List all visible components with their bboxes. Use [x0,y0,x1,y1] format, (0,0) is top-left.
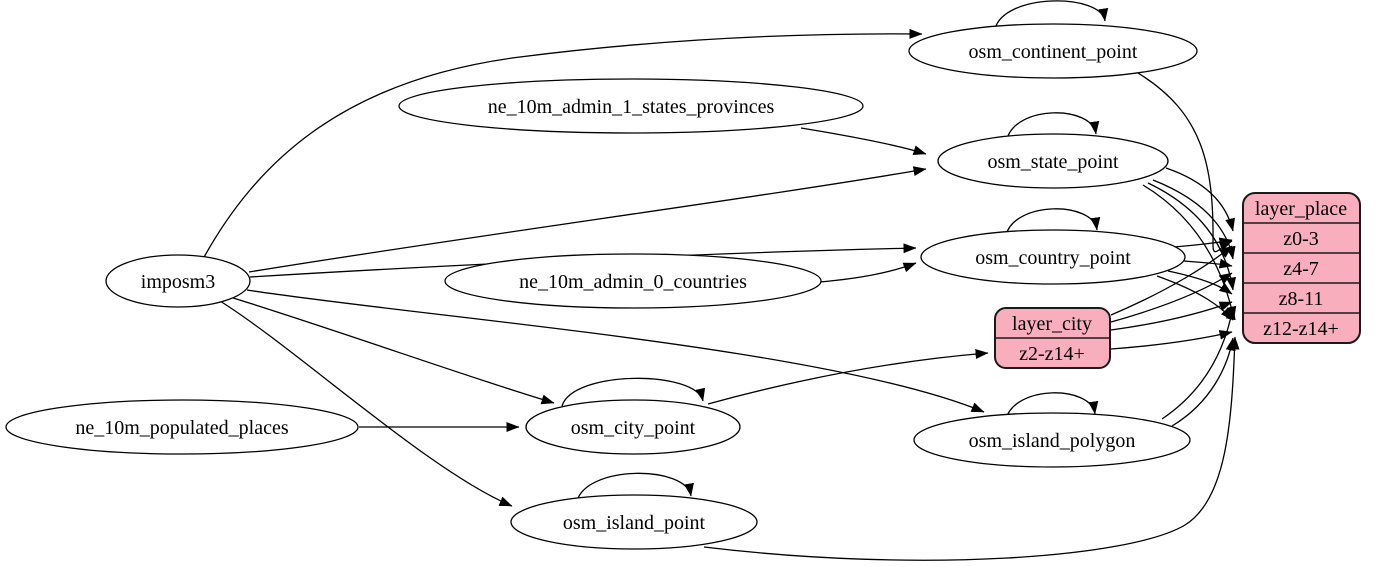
edge-imposm3-to-osm-island-polygon [246,289,985,413]
edge-imposm3-to-osm-city-point [229,296,555,405]
record-layer-place-row-z12-z14: z12-z14+ [1263,318,1339,340]
node-ne-10m-admin-1-states-provinces: ne_10m_admin_1_states_provinces [398,78,864,134]
node-osm-continent-point-label: osm_continent_point [969,41,1138,63]
self-loop-osm-island-point [576,472,694,502]
nodes-group: imposm3 ne_10m_admin_1_states_provinces … [5,23,1198,550]
node-osm-island-polygon-shape [913,412,1191,468]
edge-layer-city-to-layer-place-z4-7 [1110,272,1233,323]
edge-imposm3-to-osm-state-point [248,166,927,273]
node-osm-country-point: osm_country_point [920,229,1186,285]
record-layer-place-row-z4-7: z4-7 [1283,258,1319,280]
node-ne-10m-populated-places: ne_10m_populated_places [5,399,359,455]
node-ne-10m-admin-1-shape [398,78,864,134]
edge-osm-island-polygon-to-layer-place-z8-11 [1161,306,1236,420]
edge-layer-city-to-layer-place-z8-11 [1110,301,1233,331]
self-loop-osm-country-point [1005,208,1101,236]
node-osm-state-point-shape [937,133,1169,189]
edge-osm-state-point-to-layer-place-z0-3 [1165,167,1235,232]
edge-layer-city-to-layer-place-z0-3 [1110,245,1233,316]
node-osm-country-point-label: osm_country_point [975,247,1131,269]
node-imposm3: imposm3 [105,254,251,308]
node-osm-island-polygon: osm_island_polygon [913,412,1191,468]
record-layer-city-title: layer_city [1012,313,1092,335]
edge-osm-country-point-to-layer-place-z8-11 [1167,270,1233,295]
node-ne-10m-populated-places-label: ne_10m_populated_places [75,417,288,439]
node-imposm3-label: imposm3 [141,271,215,293]
record-layer-place-row-z8-11: z8-11 [1279,288,1324,310]
node-osm-city-point: osm_city_point [525,399,741,455]
self-loop-osm-continent-point [994,0,1109,30]
node-osm-island-polygon-label: osm_island_polygon [969,430,1136,452]
edge-ne-10m-admin-0-to-osm-country-point [819,262,917,283]
node-osm-island-point-shape [510,494,758,550]
edge-imposm3-to-osm-continent-point [202,28,923,260]
node-osm-island-point-label: osm_island_point [563,512,706,534]
edge-ne-10m-admin-1-to-osm-state-point [800,127,927,155]
node-osm-continent-point: osm_continent_point [908,23,1198,79]
record-layer-place: layer_place z0-3 z4-7 z8-11 z12-z14+ [1242,192,1361,344]
edge-imposm3-to-osm-island-point [219,300,513,507]
node-ne-10m-admin-1-label: ne_10m_admin_1_states_provinces [488,96,775,118]
record-layer-city-row-z2-z14: z2-z14+ [1019,343,1085,365]
record-layer-place-title: layer_place [1255,198,1347,220]
record-layer-place-shape [1242,192,1361,344]
edges-group [202,0,1240,561]
node-osm-island-point: osm_island_point [510,494,758,550]
node-ne-10m-admin-0-label: ne_10m_admin_0_countries [519,271,747,293]
node-osm-state-point-label: osm_state_point [987,151,1119,173]
node-osm-city-point-label: osm_city_point [571,417,696,439]
node-osm-country-point-shape [920,229,1186,285]
node-ne-10m-admin-0-countries: ne_10m_admin_0_countries [444,253,822,309]
node-osm-state-point: osm_state_point [937,133,1169,189]
edge-osm-country-point-to-layer-place-z4-7 [1183,258,1233,269]
node-imposm3-shape [105,254,251,308]
self-loop-osm-island-polygon [1005,392,1099,420]
edge-osm-island-polygon-to-layer-place-z12-z14 [1171,337,1236,427]
node-ne-10m-admin-0-shape [444,253,822,309]
edge-osm-island-point-to-layer-place-z12-z14 [703,336,1240,561]
node-osm-city-point-shape [525,399,741,455]
record-layer-city: layer_city z2-z14+ [994,307,1111,369]
self-loop-osm-city-point [561,377,706,407]
edge-osm-city-point-to-layer-city-z2-z14 [707,349,989,405]
edge-osm-country-point-to-layer-place-z0-3 [1173,237,1233,248]
edge-layer-city-to-layer-place-z12-z14 [1110,329,1233,350]
node-osm-continent-point-shape [908,23,1198,79]
self-loop-osm-state-point [1006,112,1100,140]
record-layer-place-row-z0-3: z0-3 [1283,228,1319,250]
node-ne-10m-populated-places-shape [5,399,359,455]
